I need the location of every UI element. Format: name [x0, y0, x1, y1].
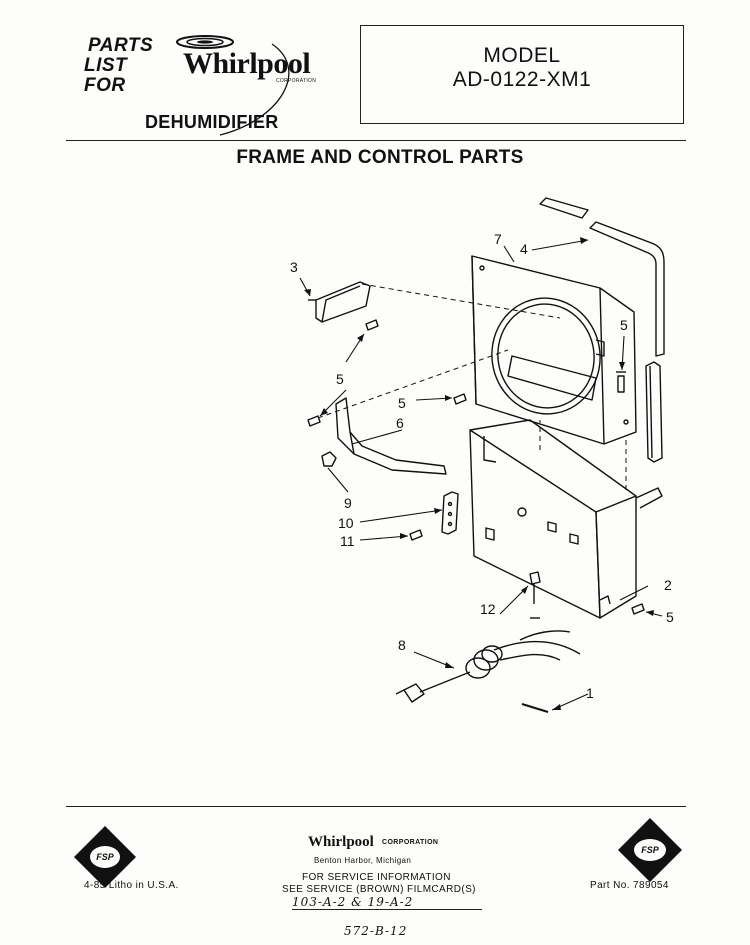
callout-9: 9: [344, 495, 352, 511]
screw-parts: [307, 319, 645, 615]
footer-page-code: 572-B-12: [344, 924, 408, 938]
part-3-bracket: [308, 281, 371, 323]
part-1-wire: [521, 702, 549, 714]
callout-numbers: 1 2 3 4 5 5 5 5 6 7 8 9 10 11 12: [290, 231, 674, 701]
callout-5b: 5: [398, 395, 406, 411]
callout-6: 6: [396, 415, 404, 431]
part-7-front-frame: [471, 255, 637, 445]
callout-3: 3: [290, 259, 298, 275]
whirlpool-swirl-icon: [176, 35, 290, 136]
callout-5c: 5: [620, 317, 628, 333]
leader-arrowheads: [304, 237, 654, 710]
part-4-gaskets: [539, 197, 665, 463]
fsp-seal-right-label: FSP: [641, 845, 660, 855]
part-9-nut: [321, 451, 337, 467]
footer-litho-date: 4-85 Litho in U.S.A.: [84, 880, 179, 891]
callout-2: 2: [664, 577, 672, 593]
footer-filmcard-numbers: 103-A-2 & 19-A-2: [292, 895, 482, 910]
fsp-seal-icon: FSP: [74, 826, 136, 888]
footer-company-city: Benton Harbor, Michigan: [314, 856, 412, 865]
callout-12: 12: [480, 601, 496, 617]
brand-logo-text: Whirlpool: [183, 47, 311, 80]
callout-5d: 5: [666, 609, 674, 625]
parts-list-line-1: PARTS: [88, 35, 154, 56]
callout-11: 11: [340, 533, 355, 549]
callout-8: 8: [398, 637, 406, 653]
footer-company-suffix: CORPORATION: [382, 839, 439, 846]
callout-10: 10: [338, 515, 354, 531]
section-title: FRAME AND CONTROL PARTS: [236, 147, 524, 168]
callout-5a: 5: [336, 371, 344, 387]
model-box: MODEL AD-0122-XM1: [360, 25, 684, 124]
part-11-screw: [409, 529, 423, 541]
part-2-base-housing: [469, 419, 663, 619]
model-number: AD-0122-XM1: [452, 68, 592, 91]
callout-4: 4: [520, 241, 528, 257]
model-label: MODEL: [483, 44, 561, 67]
parts-list-line-3: FOR: [84, 75, 126, 96]
parts-list-line-2: LIST: [84, 55, 128, 76]
header-divider: [66, 140, 686, 141]
part-10-terminal: [441, 491, 459, 535]
fsp-seal-left-label: FSP: [96, 852, 115, 862]
footer-divider: [66, 806, 686, 807]
callout-7: 7: [494, 231, 502, 247]
footer-part-number: Part No. 789054: [590, 880, 669, 891]
callout-1: 1: [586, 685, 594, 701]
footer-company-name: Whirlpool: [308, 834, 374, 850]
part-6-bracket: [335, 397, 447, 475]
part-8-power-cord: [395, 630, 581, 703]
leader-lines: [299, 239, 663, 711]
footer-service-line-2: SEE SERVICE (BROWN) FILMCARD(S): [282, 884, 476, 895]
footer-service-line-1: FOR SERVICE INFORMATION: [302, 872, 451, 883]
brand-corp-small: CORPORATION: [276, 78, 317, 84]
fsp-seal-icon: FSP: [618, 818, 682, 882]
part-12-ground-screw: [529, 571, 541, 619]
product-title: DEHUMIDIFIER: [145, 112, 279, 132]
